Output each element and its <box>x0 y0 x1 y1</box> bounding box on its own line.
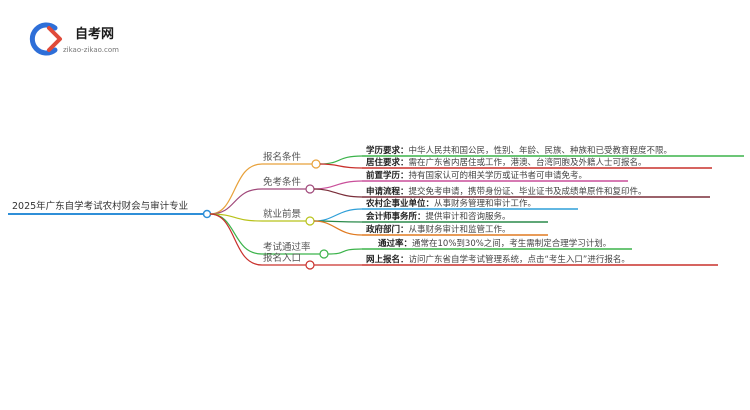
root-node: 2025年广东自学考试农村财会与审计专业 <box>8 200 212 219</box>
leaf-curve-2-0 <box>313 208 363 222</box>
logo-mark-icon <box>29 22 62 56</box>
leaf-2-2: 政府部门：从事财务审计和监管工作。 <box>313 220 548 236</box>
leaf-1-1: 申请流程：提交免考申请，携带身份证、毕业证书及成绩单原件和复印件。 <box>313 186 710 198</box>
site-logo[interactable]: 自考网 zikao-zikao.com <box>29 22 119 56</box>
leaf-curve-2-2 <box>313 220 363 236</box>
branch-group-1: 免考条件 前置学历：持有国家认可的相关学历或证书者可申请免考。 申请流程：提交免… <box>209 170 710 215</box>
leaf-key-3-0: 通过率： <box>378 238 412 249</box>
leaf-key-2-2: 政府部门： <box>366 224 409 235</box>
leaf-text-0-1: 居住要求：需在广东省内居住或工作，港澳、台湾同胞及外籍人士可报名。 <box>365 157 647 168</box>
leaf-3-0: 通过率：通常在10%到30%之间，考生需制定合理学习计划。 <box>327 238 632 255</box>
branch-group-0: 报名条件 学历要求：中华人民共和国公民，性别、年龄、民族、种族和已受教育程度不限… <box>209 145 744 215</box>
leaf-text-4-0: 网上报名：访问广东省自学考试管理系统，点击“考生入口”进行报名。 <box>366 254 630 265</box>
branch-toggle-3[interactable] <box>319 249 329 259</box>
leaf-key-2-1: 会计师事务所： <box>365 211 426 222</box>
leaf-value-2-0: 从事财务管理和审计工作。 <box>434 198 536 209</box>
branch-label-1: 免考条件 <box>263 176 302 188</box>
root-label: 2025年广东自学考试农村财会与审计专业 <box>12 200 188 212</box>
leaf-text-1-1: 申请流程：提交免考申请，携带身份证、毕业证书及成绩单原件和复印件。 <box>366 186 647 197</box>
branch-curve-3 <box>209 213 263 255</box>
leaf-text-0-0: 学历要求：中华人民共和国公民，性别、年龄、民族、种族和已受教育程度不限。 <box>366 145 672 156</box>
leaf-value-1-0: 持有国家认可的相关学历或证书者可申请免考。 <box>409 170 588 181</box>
leaf-curve-1-1 <box>313 188 363 198</box>
branch-curve-1 <box>209 188 263 215</box>
leaf-curve-3-0 <box>327 248 363 255</box>
leaf-key-4-0: 网上报名： <box>366 254 409 265</box>
leaf-value-3-0: 通常在10%到30%之间，考生需制定合理学习计划。 <box>412 238 611 249</box>
branch-curve-2 <box>209 213 263 222</box>
leaf-0-1: 居住要求：需在广东省内居住或工作，港澳、台湾同胞及外籍人士可报名。 <box>319 157 712 169</box>
leaf-key-2-0: 农村企事业单位： <box>365 198 434 209</box>
branch-toggle-4[interactable] <box>305 260 315 270</box>
branch-label-2: 就业前景 <box>263 208 301 220</box>
branch-group-4: 报名入口 网上报名：访问广东省自学考试管理系统，点击“考生入口”进行报名。 <box>209 213 718 270</box>
leaf-text-1-0: 前置学历：持有国家认可的相关学历或证书者可申请免考。 <box>366 170 587 181</box>
leaf-value-0-1: 需在广东省内居住或工作，港澳、台湾同胞及外籍人士可报名。 <box>409 157 647 168</box>
branch-label-3: 考试通过率 <box>263 241 311 253</box>
leaf-curve-1-0 <box>313 180 363 190</box>
leaf-value-2-1: 提供审计和咨询服务。 <box>426 211 511 222</box>
leaf-key-1-1: 申请流程： <box>366 186 409 197</box>
leaf-2-1: 会计师事务所：提供审计和咨询服务。 <box>313 211 548 223</box>
branch-toggle-1[interactable] <box>305 184 315 194</box>
logo-title: 自考网 <box>75 26 114 42</box>
leaf-value-1-1: 提交免考申请，携带身份证、毕业证书及成绩单原件和复印件。 <box>409 186 647 197</box>
branch-curve-0 <box>209 163 263 215</box>
leaf-text-2-2: 政府部门：从事财务审计和监管工作。 <box>366 224 511 235</box>
leaf-text-3-0: 通过率：通常在10%到30%之间，考生需制定合理学习计划。 <box>378 238 611 249</box>
branch-curve-4 <box>209 213 263 266</box>
leaf-key-0-1: 居住要求： <box>365 157 409 168</box>
leaf-curve-0-1 <box>319 163 363 169</box>
branch-toggle-0[interactable] <box>311 159 321 169</box>
leaf-text-2-1: 会计师事务所：提供审计和咨询服务。 <box>365 211 511 222</box>
leaf-value-0-0: 中华人民共和国公民，性别、年龄、民族、种族和已受教育程度不限。 <box>409 145 673 156</box>
leaf-value-2-2: 从事财务审计和监管工作。 <box>409 224 511 235</box>
leaf-4-0: 网上报名：访问广东省自学考试管理系统，点击“考生入口”进行报名。 <box>313 254 718 266</box>
leaf-curve-0-0 <box>319 155 363 165</box>
leaf-key-1-0: 前置学历： <box>366 170 409 181</box>
leaf-key-0-0: 学历要求： <box>366 145 409 156</box>
branch-toggle-2[interactable] <box>305 216 315 226</box>
branch-label-4: 报名入口 <box>263 252 301 264</box>
branch-label-0: 报名条件 <box>263 151 302 163</box>
leaf-text-2-0: 农村企事业单位：从事财务管理和审计工作。 <box>365 198 536 209</box>
leaf-value-4-0: 访问广东省自学考试管理系统，点击“考生入口”进行报名。 <box>409 254 630 265</box>
root-connector <box>202 209 212 219</box>
branch-group-2: 就业前景 农村企事业单位：从事财务管理和审计工作。 会计师事务所：提供审计和咨询… <box>209 198 578 236</box>
branch-group-3: 考试通过率 通过率：通常在10%到30%之间，考生需制定合理学习计划。 <box>209 213 632 259</box>
logo-subtitle: zikao-zikao.com <box>63 46 119 54</box>
